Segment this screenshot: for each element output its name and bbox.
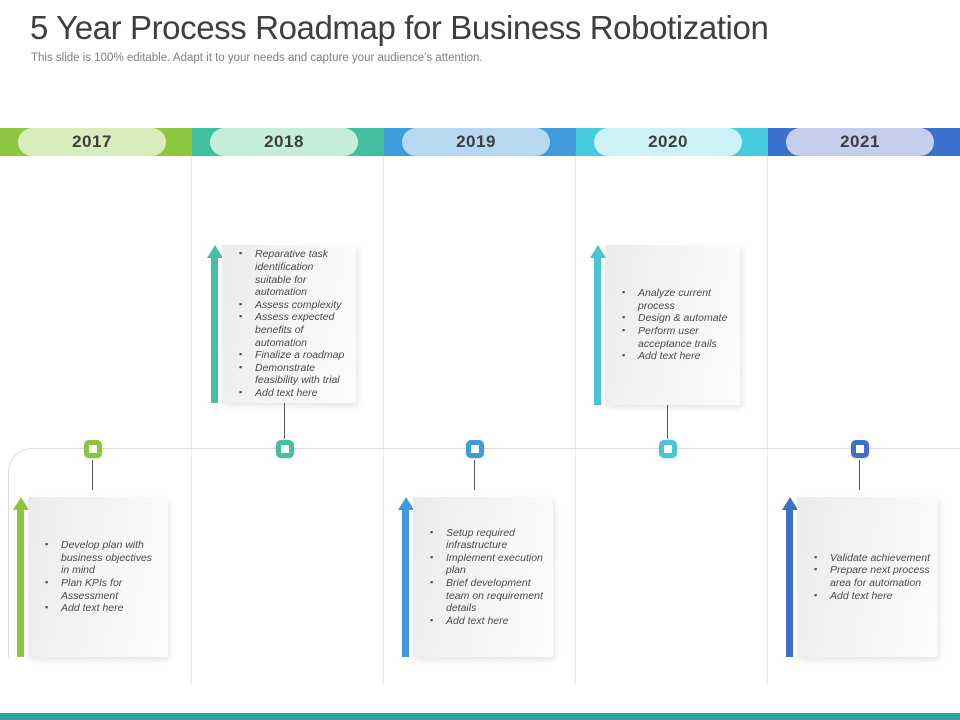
bullet-item: Assess expected benefits of automation	[236, 310, 351, 349]
up-arrow-bar	[402, 510, 409, 657]
year-label-2020: 2020	[648, 132, 688, 151]
up-arrow-bar	[211, 258, 218, 403]
up-arrow-bar	[786, 510, 793, 657]
year-band-segment-2020: 2020	[576, 128, 768, 156]
bullet-item: Prepare next process area for automation	[811, 563, 933, 589]
bullet-item: Perform user acceptance trails	[619, 324, 735, 350]
bullet-item: Add text here	[236, 386, 351, 400]
marker-connector-2020	[667, 405, 668, 439]
bullet-list-2017: Develop plan with business objectives in…	[28, 538, 168, 615]
timeline-line	[8, 448, 960, 657]
column-divider-1	[191, 156, 192, 685]
up-arrow-head	[12, 497, 29, 510]
up-arrow-2018	[206, 245, 223, 403]
milestone-box-2021: Validate achievementPrepare next process…	[781, 497, 938, 657]
column-divider-2	[383, 156, 384, 685]
year-band-segment-2019: 2019	[384, 128, 576, 156]
year-pill-2020: 2020	[594, 128, 742, 156]
year-label-2018: 2018	[264, 132, 304, 151]
milestone-content-2017: Develop plan with business objectives in…	[28, 497, 168, 657]
year-label-2019: 2019	[456, 132, 496, 151]
column-divider-3	[575, 156, 576, 685]
milestone-box-2017: Develop plan with business objectives in…	[12, 497, 168, 657]
bullet-list-2018: Reparative task identification suitable …	[222, 247, 356, 400]
up-arrow-2017	[12, 497, 29, 657]
bullet-item: Plan KPIs for Assessment	[42, 576, 163, 602]
marker-connector-2019	[474, 460, 475, 490]
bullet-item: Implement execution plan	[427, 551, 548, 577]
year-label-2021: 2021	[840, 132, 880, 151]
bullet-item: Add text here	[811, 589, 933, 603]
bullet-item: Setup required infrastructure	[427, 526, 548, 552]
slide-subtitle: This slide is 100% editable. Adapt it to…	[31, 52, 483, 64]
year-band-segment-2017: 2017	[0, 128, 192, 156]
bullet-item: Add text here	[427, 614, 548, 628]
timeline-marker-2021	[851, 440, 869, 458]
bullet-item: Design & automate	[619, 311, 735, 325]
year-pill-2021: 2021	[786, 128, 934, 156]
up-arrow-2019	[397, 497, 414, 657]
page-title: 5 Year Process Roadmap for Business Robo…	[30, 9, 769, 46]
bullet-item: Develop plan with business objectives in…	[42, 538, 163, 577]
bullet-item: Assess complexity	[236, 298, 351, 312]
up-arrow-2021	[781, 497, 798, 657]
bullet-item: Brief development team on requirement de…	[427, 576, 548, 615]
up-arrow-2020	[589, 245, 606, 405]
bullet-item: Reparative task identification suitable …	[236, 247, 351, 298]
bullet-item: Finalize a roadmap	[236, 348, 351, 362]
milestone-box-2019: Setup required infrastructureImplement e…	[397, 497, 553, 657]
bullet-list-2020: Analyze current processDesign & automate…	[605, 286, 740, 363]
year-band-segment-2021: 2021	[768, 128, 960, 156]
up-arrow-head	[206, 245, 223, 258]
bullet-item: Validate achievement	[811, 551, 933, 565]
up-arrow-bar	[17, 510, 24, 657]
up-arrow-head	[589, 245, 606, 258]
milestone-content-2021: Validate achievementPrepare next process…	[797, 497, 938, 657]
year-pill-2017: 2017	[18, 128, 166, 156]
bullet-list-2019: Setup required infrastructureImplement e…	[413, 526, 553, 628]
bullet-item: Add text here	[619, 349, 735, 363]
year-pill-2018: 2018	[210, 128, 358, 156]
milestone-box-2020: Analyze current processDesign & automate…	[589, 245, 740, 405]
up-arrow-bar	[594, 258, 601, 405]
year-label-2017: 2017	[72, 132, 112, 151]
up-arrow-head	[397, 497, 414, 510]
marker-connector-2017	[92, 460, 93, 490]
bullet-item: Analyze current process	[619, 286, 735, 312]
timeline-marker-2019	[466, 440, 484, 458]
year-band: 2017 2018 2019 2020 2021	[0, 128, 960, 156]
milestone-content-2018: Reparative task identification suitable …	[222, 245, 356, 403]
timeline-marker-2020	[659, 440, 677, 458]
bullet-list-2021: Validate achievementPrepare next process…	[797, 551, 938, 603]
timeline-marker-2017	[84, 440, 102, 458]
bullet-item: Demonstrate feasibility with trial	[236, 361, 351, 387]
timeline-marker-2018	[276, 440, 294, 458]
marker-connector-2018	[284, 403, 285, 439]
milestone-box-2018: Reparative task identification suitable …	[206, 245, 356, 403]
marker-connector-2021	[859, 460, 860, 490]
milestone-content-2019: Setup required infrastructureImplement e…	[413, 497, 553, 657]
year-pill-2019: 2019	[402, 128, 550, 156]
year-band-segment-2018: 2018	[192, 128, 384, 156]
footer-accent-bar	[0, 713, 960, 720]
bullet-item: Add text here	[42, 601, 163, 615]
column-divider-4	[767, 156, 768, 685]
up-arrow-head	[781, 497, 798, 510]
milestone-content-2020: Analyze current processDesign & automate…	[605, 245, 740, 405]
